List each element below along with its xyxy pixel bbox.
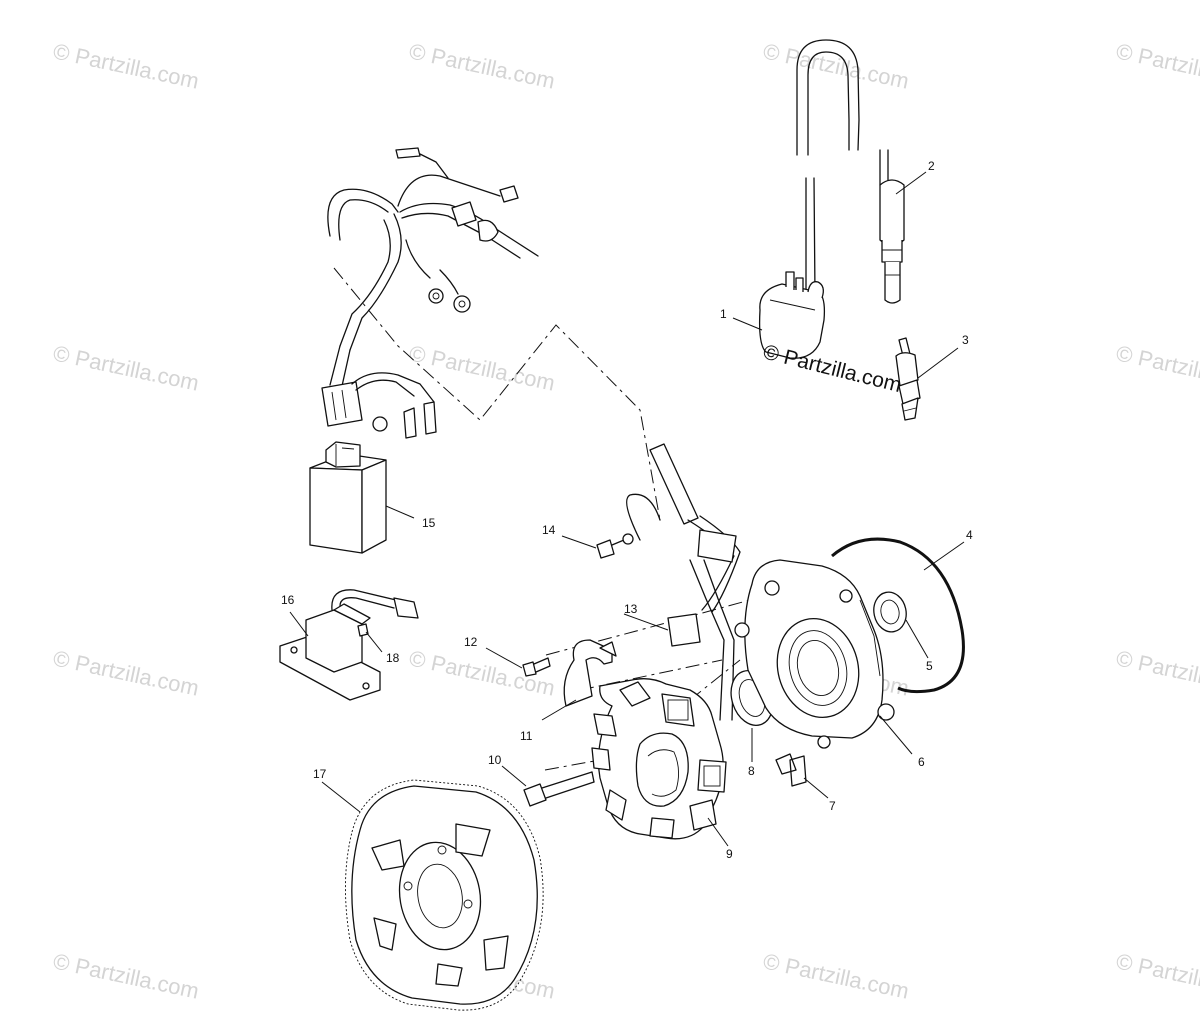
housing-bolt xyxy=(775,753,807,787)
callout-6: 6 xyxy=(918,755,925,769)
callout-labels: 1 2 3 4 5 6 7 8 9 10 11 12 13 14 15 16 1… xyxy=(281,159,973,861)
wiring-harness xyxy=(321,147,539,439)
callout-17: 17 xyxy=(313,767,327,781)
spark-plug xyxy=(895,337,921,421)
watermark-text: © Partzilla.com xyxy=(51,38,201,93)
callout-3: 3 xyxy=(962,333,969,347)
voltage-regulator xyxy=(279,589,419,701)
leader-lines xyxy=(289,171,965,847)
callout-11: 11 xyxy=(520,729,533,743)
callout-10: 10 xyxy=(488,753,502,767)
watermark-text: © Partzilla.com xyxy=(1114,340,1200,395)
stator-lead-and-grommet xyxy=(626,443,741,721)
callout-15: 15 xyxy=(422,516,436,530)
callout-4: 4 xyxy=(966,528,973,542)
callout-2: 2 xyxy=(928,159,935,173)
watermark-text: © Partzilla.com xyxy=(51,340,201,395)
overlay-watermark-text: © Partzilla.com xyxy=(761,341,904,398)
callout-16: 16 xyxy=(281,593,295,607)
callout-9: 9 xyxy=(726,847,733,861)
callout-14: 14 xyxy=(542,523,556,537)
watermark-text: © Partzilla.com xyxy=(407,340,557,395)
callout-1: 1 xyxy=(720,307,727,321)
stator-housing xyxy=(734,559,895,749)
watermark-text: © Partzilla.com xyxy=(1114,645,1200,700)
callout-18: 18 xyxy=(386,651,400,665)
watermark-text: © Partzilla.com xyxy=(407,38,557,93)
o-ring xyxy=(831,537,965,694)
stator-assembly xyxy=(591,678,727,840)
watermark-text: © Partzilla.com xyxy=(761,948,911,1003)
bearing-seal xyxy=(873,591,907,633)
spark-plug-cap-and-lead xyxy=(796,39,905,304)
watermark-text: © Partzilla.com xyxy=(1114,948,1200,1003)
callout-8: 8 xyxy=(748,764,755,778)
watermark-text: © Partzilla.com xyxy=(761,38,911,93)
callout-13: 13 xyxy=(624,602,638,616)
ground-screw xyxy=(596,533,634,559)
watermark-text: © Partzilla.com xyxy=(51,645,201,700)
flywheel xyxy=(345,779,544,1011)
callout-12: 12 xyxy=(464,635,478,649)
callout-7: 7 xyxy=(829,799,836,813)
cdi-box xyxy=(309,441,387,554)
callout-5: 5 xyxy=(926,659,933,673)
bolt-and-wire-clamp xyxy=(522,639,617,707)
watermark-text: © Partzilla.com xyxy=(51,948,201,1003)
watermark-text: © Partzilla.com xyxy=(1114,38,1200,93)
ignition-coil xyxy=(758,271,826,359)
stator-bolt xyxy=(523,771,595,807)
watermark-layer: © Partzilla.com © Partzilla.com © Partzi… xyxy=(51,38,1200,1003)
